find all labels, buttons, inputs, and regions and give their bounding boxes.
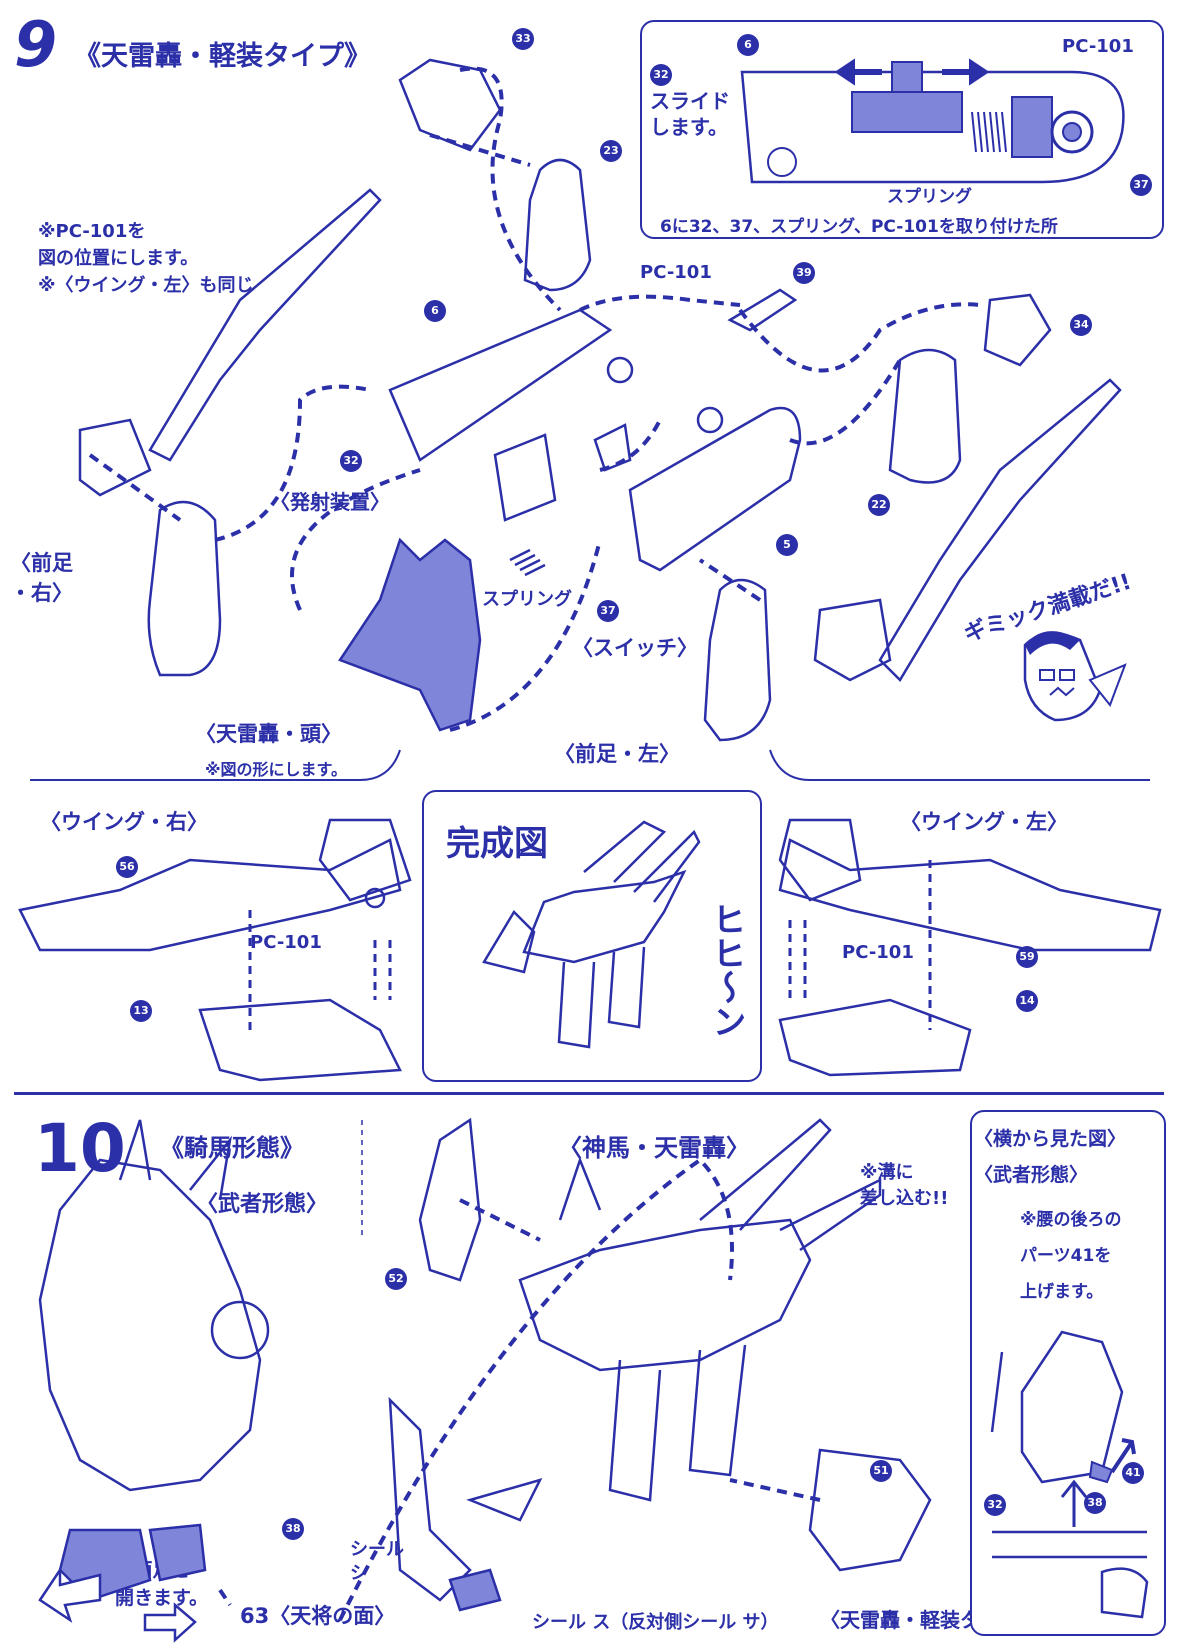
tensho-label: 63〈天将の面〉 (240, 1604, 396, 1628)
part-number-56: 56 (116, 856, 138, 878)
completed-sfx: ヒヒ〜ン (706, 902, 746, 1038)
shinba-title: 〈神馬・天雷轟〉 (558, 1134, 750, 1162)
part-number-5: 5 (776, 534, 798, 556)
part-number-59: 59 (1016, 946, 1038, 968)
wing-right-illustration (18, 818, 412, 1082)
switch-mechanism-illustration (740, 58, 1125, 184)
section-divider-arcs (30, 749, 1150, 781)
musha-label: 〈武者形態〉 (196, 1192, 329, 1217)
step10-illustration (38, 1117, 932, 1643)
part-number-38b: 38 (1084, 1492, 1106, 1514)
step10-title: 《騎馬形態》 (160, 1134, 304, 1162)
switch-label: 〈スイッチ〉 (572, 636, 698, 660)
side-view-title: 〈横から見た図〉 (974, 1128, 1127, 1150)
step9-number: 9 (14, 8, 58, 81)
detail-slide-text: スライド します。 (650, 89, 730, 139)
detail-box: 6 PC-101 32 スライド します。 スプリング 37 6に32、37、ス… (640, 20, 1164, 239)
wing-left-label: 〈ウイング・左〉 (900, 810, 1068, 834)
part-number-14: 14 (1016, 990, 1038, 1012)
front-right-label: 〈前足 ・右〉 (10, 551, 73, 605)
pc101-top-label: PC-101 (640, 262, 712, 283)
detail-pc101-label: PC-101 (1062, 36, 1134, 57)
part-number-13: 13 (130, 1000, 152, 1022)
spring-label: スプリング (482, 589, 572, 610)
detail-spring-label: スプリング (887, 187, 972, 207)
part-number-32b: 32 (340, 450, 362, 472)
seal-shi-label: シール シ (350, 1539, 404, 1584)
wing-right-pc101: PC-101 (250, 932, 322, 953)
part-number-32: 32 (650, 64, 672, 86)
completed-view-box: 完成図 ヒヒ〜ン (422, 790, 762, 1082)
part-number-41: 41 (1122, 1462, 1144, 1484)
step10-column-divider (361, 1120, 363, 1240)
part-number-23: 23 (600, 140, 622, 162)
step9-title: 《天雷轟・軽装タイプ》 (74, 41, 371, 72)
groove-note: ※溝に 差し込む!! (860, 1162, 949, 1209)
part-number-33: 33 (512, 28, 534, 50)
step9-parts-illustration (78, 58, 1122, 742)
detail-caption: 6に32、37、スプリング、PC-101を取り付けた所 (660, 217, 1058, 237)
part-number-6b: 6 (424, 300, 446, 322)
pc101-note: ※PC-101を 図の位置にします。 ※〈ウイング・左〉も同じ (38, 221, 254, 296)
head-label: 〈天雷轟・頭〉 (195, 722, 342, 746)
launcher-label: 〈発射装置〉 (270, 490, 390, 514)
wing-right-label: 〈ウイング・右〉 (40, 810, 208, 834)
head-note: ※図の形にします。 (205, 760, 347, 779)
step10-number: 10 (34, 1110, 126, 1187)
step-divider (14, 1092, 1164, 1095)
part-number-22: 22 (868, 494, 890, 516)
part-number-37: 37 (1130, 174, 1152, 196)
side-view-box: 〈横から見た図〉 〈武者形態〉 ※腰の後ろの パーツ41を 上げます。 41 3… (970, 1110, 1166, 1636)
side-view-illustration (990, 1330, 1149, 1619)
side-musha-label: 〈武者形態〉 (974, 1164, 1089, 1186)
part-number-32c: 32 (984, 1494, 1006, 1516)
part-number-51: 51 (870, 1460, 892, 1482)
completed-title: 完成図 (446, 824, 548, 864)
part-number-39: 39 (793, 262, 815, 284)
character-face-icon (1023, 631, 1127, 722)
front-left-label: 〈前足・左〉 (554, 742, 680, 766)
part-number-6: 6 (737, 34, 759, 56)
part-number-34: 34 (1070, 314, 1092, 336)
completed-horse-illustration (482, 820, 701, 1049)
wing-left-pc101: PC-101 (842, 942, 914, 963)
part-number-52: 52 (385, 1268, 407, 1290)
part-number-38: 38 (282, 1518, 304, 1540)
wing-left-illustration (778, 818, 1162, 1077)
side-note: ※腰の後ろの パーツ41を 上げます。 (1020, 1210, 1122, 1302)
part-number-37b: 37 (597, 600, 619, 622)
seal-su-label: シール ス（反対側シール サ） (532, 1612, 779, 1633)
